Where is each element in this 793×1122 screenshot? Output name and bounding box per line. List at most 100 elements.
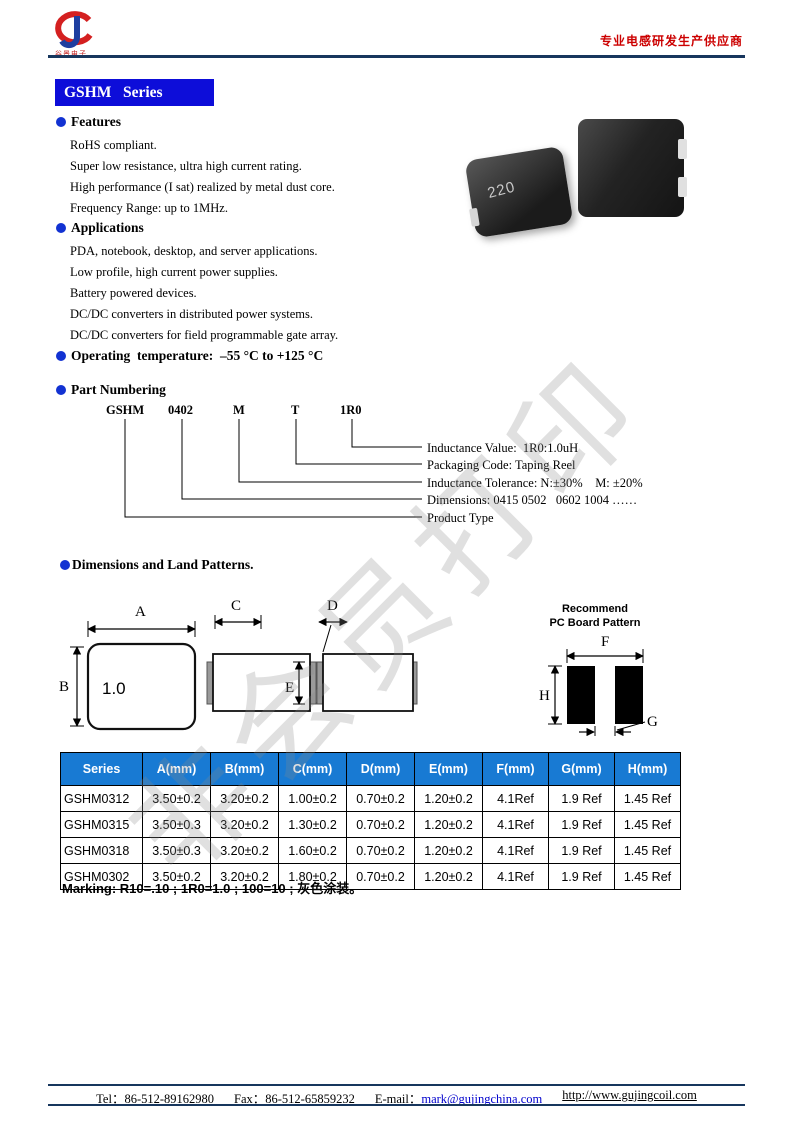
application-item: Low profile, high current power supplies… (70, 265, 278, 279)
table-header-cell: Series (60, 752, 143, 786)
website-link[interactable]: http://www.gujingcoil.com (562, 1088, 697, 1102)
table-cell: 4.1Ref (482, 837, 549, 864)
part-code-size: 0402 (168, 403, 193, 417)
table-cell: 1.30±0.2 (278, 811, 347, 838)
table-cell: 3.50±0.3 (142, 811, 211, 838)
part-numbering-heading: Part Numbering (56, 382, 166, 398)
pn-label-packaging-code: Packaging Code: Taping Reel (427, 458, 576, 472)
land-pad (567, 666, 595, 724)
table-cell: 1.9 Ref (548, 863, 615, 890)
pn-label-product-type: Product Type (427, 511, 494, 525)
product-photo: 220 (464, 115, 708, 239)
part-code-packaging: T (291, 403, 300, 417)
table-header-cell: H(mm) (614, 752, 681, 786)
application-item: DC/DC converters for field programmable … (70, 328, 339, 342)
table-cell: 0.70±0.2 (346, 837, 415, 864)
footer-tel: Tel：86-512-89162980 (96, 1092, 215, 1106)
table-cell: 1.20±0.2 (414, 837, 483, 864)
table-cell: 1.20±0.2 (414, 785, 483, 812)
footer: Tel：86-512-89162980 Fax：86-512-65859232 … (0, 1088, 793, 1107)
dim-label-a: A (135, 604, 146, 620)
application-item: DC/DC converters in distributed power sy… (70, 307, 314, 321)
dim-label-d: D (327, 598, 338, 614)
features-section-heading: Features (56, 114, 121, 130)
table-row: GSHM0302 3.50±0.2 3.20±0.2 1.80±0.2 0.70… (60, 863, 681, 890)
logo-subtext: 谷景电子 (44, 49, 98, 59)
table-header-cell: D(mm) (346, 752, 415, 786)
header-rule (48, 55, 745, 58)
company-logo-icon (55, 11, 93, 49)
section-bullet-icon (56, 351, 66, 361)
table-header-cell: G(mm) (548, 752, 615, 786)
table-cell: 3.20±0.2 (210, 863, 279, 890)
applications-heading-label: Applications (71, 220, 144, 235)
terminal-pad (469, 207, 480, 227)
operating-temperature-heading: Operating temperature: –55 °C to +125 °C (56, 348, 323, 364)
features-heading-label: Features (71, 114, 121, 129)
table-cell: 3.20±0.2 (210, 785, 279, 812)
table-cell: 1.9 Ref (548, 785, 615, 812)
section-bullet-icon (60, 560, 70, 570)
table-cell: 0.70±0.2 (346, 785, 415, 812)
marking-note: Marking: R10=.10 ; 1R0=1.0 ; 100=10 ; 灰色… (62, 881, 363, 896)
part-code-tolerance: M (233, 403, 245, 417)
pcb-pattern-title-line2: PC Board Pattern (549, 617, 640, 629)
pn-label-inductance-tolerance: Inductance Tolerance: N:±30% M: ±20% (427, 476, 643, 490)
table-header-row: Series A(mm) B(mm) C(mm) D(mm) E(mm) F(m… (60, 752, 681, 786)
table-cell: 3.20±0.2 (210, 837, 279, 864)
top-view-body (86, 642, 197, 731)
footer-fax: Fax：86-512-65859232 (234, 1092, 355, 1106)
table-cell: 1.45 Ref (614, 863, 681, 890)
inductor-marking: 220 (485, 178, 518, 203)
footer-email: E-mail：mark@gujingchina.com (375, 1088, 542, 1107)
part-numbering-label: Part Numbering (71, 382, 166, 397)
email-link[interactable]: mark@gujingchina.com (421, 1092, 543, 1106)
section-bullet-icon (56, 223, 66, 233)
table-cell: 1.20±0.2 (414, 811, 483, 838)
footer-email-label: E-mail： (374, 1092, 422, 1106)
table-cell: 1.45 Ref (614, 837, 681, 864)
dimensions-heading-label: Dimensions and Land Patterns. (72, 557, 254, 572)
table-cell: 1.20±0.2 (414, 863, 483, 890)
table-row: GSHM0312 3.50±0.2 3.20±0.2 1.00±0.2 0.70… (60, 785, 681, 812)
dim-label-g: G (647, 714, 658, 730)
table-cell: 1.45 Ref (614, 811, 681, 838)
feature-item: Frequency Range: up to 1MHz. (70, 201, 228, 215)
table-cell: GSHM0315 (60, 811, 143, 838)
table-cell: 0.70±0.2 (346, 863, 415, 890)
application-item: PDA, notebook, desktop, and server appli… (70, 244, 318, 258)
table-cell: 3.50±0.2 (142, 785, 211, 812)
table-cell: 1.9 Ref (548, 837, 615, 864)
table-row: GSHM0318 3.50±0.3 3.20±0.2 1.60±0.2 0.70… (60, 837, 681, 864)
table-cell: 4.1Ref (482, 811, 549, 838)
side-view-body-2 (322, 653, 414, 712)
table-cell: GSHM0318 (60, 837, 143, 864)
pn-label-inductance-value: Inductance Value: 1R0:1.0uH (427, 441, 579, 455)
table-cell: GSHM0302 (60, 863, 143, 890)
series-title: GSHM Series (55, 79, 214, 106)
table-cell: 4.1Ref (482, 863, 549, 890)
table-cell: 0.70±0.2 (346, 811, 415, 838)
feature-item: RoHS compliant. (70, 138, 157, 152)
table-cell: 1.80±0.2 (278, 863, 347, 890)
pn-label-dimensions: Dimensions: 0415 0502 0602 1004 …… (427, 493, 638, 507)
inductor-back-image (578, 119, 687, 217)
dimension-drawings: A 1.0 B C D E Recommend PC Board Pattern… (59, 598, 658, 737)
table-header-cell: A(mm) (142, 752, 211, 786)
applications-list: PDA, notebook, desktop, and server appli… (70, 241, 338, 346)
terminal-pad (678, 139, 687, 159)
table-row: GSHM0315 3.50±0.3 3.20±0.2 1.30±0.2 0.70… (60, 811, 681, 838)
dimensions-table: Series A(mm) B(mm) C(mm) D(mm) E(mm) F(m… (60, 752, 681, 890)
part-numbering-connectors (124, 419, 422, 518)
pcb-pattern-title-line1: Recommend (562, 603, 628, 615)
dimensions-section-heading: Dimensions and Land Patterns. (60, 557, 254, 573)
dim-label-b: B (59, 679, 69, 695)
table-cell: 3.20±0.2 (210, 811, 279, 838)
dim-label-h: H (539, 688, 550, 704)
table-header-cell: B(mm) (210, 752, 279, 786)
part-code-inductance: 1R0 (340, 403, 362, 417)
section-bullet-icon (56, 117, 66, 127)
table-header-cell: C(mm) (278, 752, 347, 786)
table-cell: 1.00±0.2 (278, 785, 347, 812)
